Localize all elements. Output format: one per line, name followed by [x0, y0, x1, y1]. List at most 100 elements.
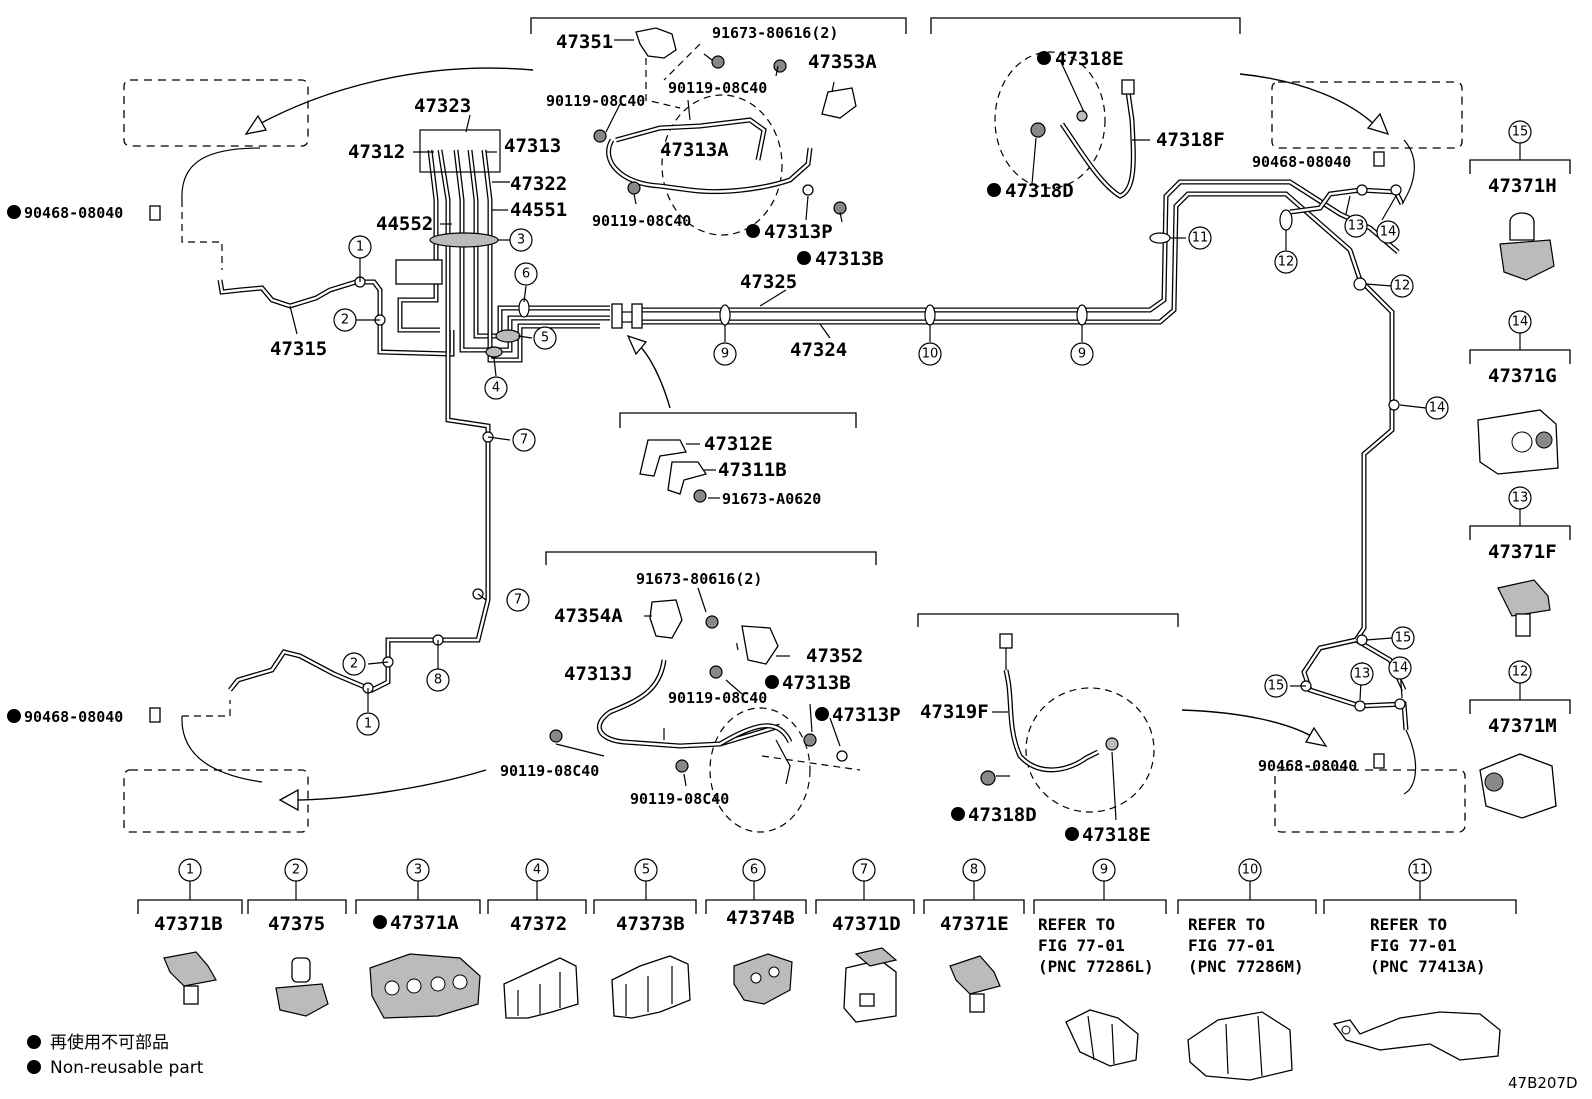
- pos-13a: 13: [1344, 214, 1368, 238]
- svg-text:47371F: 47371F: [1488, 541, 1557, 563]
- pos-12b: 12: [1390, 274, 1414, 298]
- callout-47322: 47322: [510, 173, 567, 195]
- callout-47325: 47325: [740, 271, 797, 293]
- bracket-bottom-right: [917, 613, 1179, 627]
- callout-47318E-top: 47318E: [1055, 48, 1124, 70]
- svg-text:1: 1: [186, 863, 194, 878]
- bundle-clamp-3: [429, 232, 499, 248]
- bracket-top-center: [530, 17, 907, 34]
- nonreusable-dot-90468-tl: [7, 205, 21, 219]
- detail-ellipse-top-right: [994, 51, 1106, 189]
- arrow-head-bottom-left: [278, 788, 299, 812]
- arrow-to-top-left-box: [251, 67, 534, 129]
- nonreusable-dot-47318E-top: [1037, 51, 1051, 65]
- callout-47313J: 47313J: [564, 663, 633, 685]
- pos-7a: 7: [512, 428, 536, 452]
- svg-text:5: 5: [642, 863, 650, 878]
- callout-47313B-bot: 47313B: [782, 672, 851, 694]
- pos-5: 5: [533, 326, 557, 350]
- detail-ellipse-top-center: [661, 94, 783, 236]
- svg-text:47371G: 47371G: [1488, 365, 1557, 387]
- arrow-to-connector: [635, 341, 671, 409]
- clip-cell-1: 1 47371B: [137, 858, 243, 1005]
- flex-clip-tl: [149, 205, 161, 221]
- callout-47313P-top: 47313P: [764, 221, 833, 243]
- nonreusable-dot-47318E-bot: [1065, 827, 1079, 841]
- callout-47323: 47323: [414, 95, 471, 117]
- svg-text:12: 12: [1512, 665, 1529, 680]
- clip-table: 1 47371B 2 47375 3 47371A: [137, 858, 1025, 1023]
- callout-47313: 47313: [504, 135, 561, 157]
- pos-3: 3: [509, 228, 533, 252]
- svg-text:FIG 77-01: FIG 77-01: [1188, 936, 1275, 955]
- svg-text:REFER TO: REFER TO: [1188, 915, 1265, 934]
- main-leader-lines: [289, 114, 831, 740]
- callout-47313B-top: 47313B: [815, 248, 884, 270]
- hose-assembly-top-right: [1030, 59, 1150, 199]
- tube-clip-marks: [354, 184, 1406, 712]
- callout-90468-br: 90468-08040: [1258, 757, 1357, 775]
- detail-ellipse-bottom-center: [709, 707, 811, 833]
- bundle-clamp-4: [485, 346, 503, 358]
- hose-assembly-bottom-center: [549, 599, 861, 785]
- pos-8: 8: [426, 668, 450, 692]
- callout-44552: 44552: [376, 213, 433, 235]
- svg-text:14: 14: [1512, 315, 1529, 330]
- svg-text:47371E: 47371E: [940, 913, 1009, 935]
- svg-text:13: 13: [1354, 667, 1371, 682]
- svg-text:9: 9: [1078, 347, 1086, 362]
- legend-english: Non-reusable part: [50, 1058, 204, 1078]
- nonreusable-dot-47318D-top: [987, 183, 1001, 197]
- svg-text:3: 3: [517, 233, 525, 248]
- flex-line-top-left: [181, 147, 261, 201]
- svg-text:11: 11: [1412, 863, 1429, 878]
- legend-dot-en: [27, 1060, 41, 1074]
- figure-code: 47B207D: [1508, 1074, 1578, 1092]
- svg-text:47371A: 47371A: [390, 912, 459, 934]
- clip-cell-3: 3 47371A: [355, 858, 481, 1019]
- leader-lines-bottom-center: [555, 587, 841, 787]
- clip-cell-6: 6 47374B: [705, 858, 807, 1005]
- flex-line-bottom-left: [181, 715, 263, 783]
- detail-box-top-left: [123, 79, 309, 147]
- callout-47311B: 47311B: [718, 459, 787, 481]
- pos-6: 6: [514, 262, 538, 286]
- svg-text:3: 3: [414, 863, 422, 878]
- callout-90119-f: 90119-08C40: [630, 790, 729, 808]
- callout-47352: 47352: [806, 645, 863, 667]
- svg-text:(PNC 77413A): (PNC 77413A): [1370, 957, 1486, 976]
- callout-91673-A0620: 91673-A0620: [722, 490, 821, 508]
- pos-7b: 7: [506, 588, 530, 612]
- pos-2a: 2: [333, 308, 357, 332]
- callout-91673-80616-top: 91673-80616(2): [712, 24, 838, 42]
- callout-47315: 47315: [270, 338, 327, 360]
- svg-text:47371B: 47371B: [154, 913, 223, 935]
- dash-link-top-left: [181, 200, 223, 270]
- arrow-head-connector: [626, 334, 648, 356]
- pos-2b: 2: [342, 652, 366, 676]
- svg-text:2: 2: [292, 863, 300, 878]
- arrow-head-top-left: [244, 114, 268, 135]
- callout-90119-a: 90119-08C40: [546, 92, 645, 110]
- pos-14b: 14: [1425, 396, 1449, 420]
- detail-box-top-right: [1271, 81, 1463, 149]
- svg-text:14: 14: [1380, 225, 1397, 240]
- callout-47324: 47324: [790, 339, 847, 361]
- callout-90119-d: 90119-08C40: [668, 689, 767, 707]
- svg-text:(PNC 77286L): (PNC 77286L): [1038, 957, 1154, 976]
- tube-joint-connector: [611, 303, 643, 329]
- svg-text:12: 12: [1394, 279, 1411, 294]
- clip-cell-5: 5 47373B: [593, 858, 697, 1019]
- pos-10: 10: [918, 342, 942, 366]
- side-cell-15: 15 47371H: [1469, 120, 1571, 281]
- callout-47312: 47312: [348, 141, 405, 163]
- connector-brackets-detail: [639, 439, 720, 503]
- detail-ellipse-bottom-right: [1025, 687, 1155, 813]
- callout-47318E-bot: 47318E: [1082, 824, 1151, 846]
- nonreusable-dot-47313B-top: [797, 251, 811, 265]
- svg-text:13: 13: [1348, 219, 1365, 234]
- callout-47319F: 47319F: [920, 701, 989, 723]
- hose-assembly-top-center: [593, 27, 857, 215]
- position-number-leaders: [356, 195, 1427, 712]
- flex-clip-br: [1373, 753, 1385, 769]
